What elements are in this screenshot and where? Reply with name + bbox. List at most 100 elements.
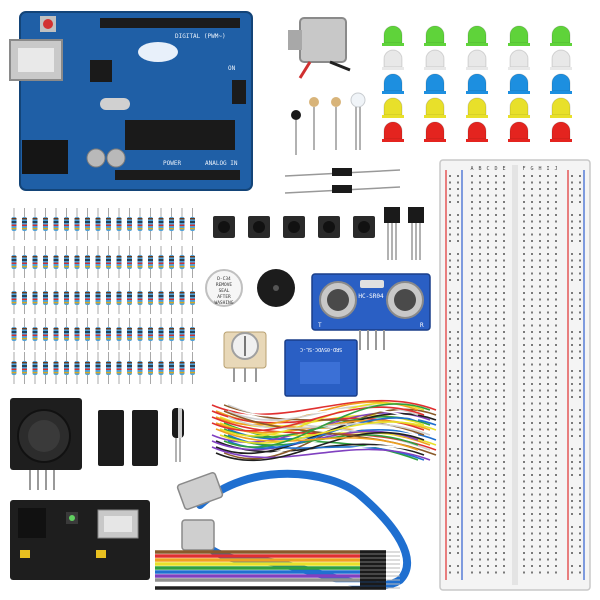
led-red xyxy=(382,121,404,142)
jumper-wire-bundle xyxy=(211,399,437,463)
resistor xyxy=(43,282,48,314)
resistor xyxy=(179,208,185,240)
buzzer-label-5: WASHING xyxy=(215,300,234,306)
resistor xyxy=(190,246,195,278)
resistor xyxy=(116,246,122,278)
resistor-arrays xyxy=(11,208,195,384)
resistor xyxy=(106,352,111,384)
led-green xyxy=(382,25,404,46)
led-white xyxy=(424,49,446,70)
resistor xyxy=(85,318,90,350)
resistor xyxy=(148,352,153,384)
led-red xyxy=(466,121,488,142)
resistor xyxy=(127,282,132,314)
resistor xyxy=(95,282,101,314)
resistor xyxy=(127,208,132,240)
resistor xyxy=(190,318,195,350)
resistor xyxy=(64,352,69,384)
resistor xyxy=(179,352,185,384)
led-white xyxy=(382,49,404,70)
resistor xyxy=(74,318,80,350)
atmega-chip xyxy=(125,120,235,150)
breadboard-letter: E xyxy=(502,166,505,172)
breadboard-letter: C xyxy=(486,166,489,172)
resistor xyxy=(53,352,59,384)
resistor xyxy=(169,208,174,240)
photoresistor-group xyxy=(291,92,366,155)
resistor xyxy=(22,282,27,314)
analog-label: ANALOG IN xyxy=(205,160,238,167)
jumper-wire xyxy=(211,406,425,432)
resistor xyxy=(64,246,69,278)
led-blue xyxy=(382,73,404,94)
resistor xyxy=(158,318,164,350)
breadboard-letter: B xyxy=(478,166,481,172)
ic-chip-l293d xyxy=(132,410,158,466)
resistor xyxy=(127,352,132,384)
jumper-wire xyxy=(215,431,425,462)
resistor xyxy=(22,246,27,278)
led-red xyxy=(424,121,446,142)
resistor xyxy=(43,318,48,350)
resistor xyxy=(95,352,101,384)
resistor xyxy=(85,246,90,278)
resistor xyxy=(137,208,143,240)
resistor xyxy=(32,352,38,384)
on-label: ON xyxy=(228,65,236,72)
ultrasonic-t-label: T xyxy=(318,322,322,329)
resistor xyxy=(22,208,27,240)
ultrasonic-r-label: R xyxy=(420,322,424,329)
active-buzzer xyxy=(257,269,295,307)
led-white xyxy=(466,49,488,70)
rainbow-ribbon-cable xyxy=(155,550,400,590)
resistor xyxy=(116,282,122,314)
push-button xyxy=(248,216,270,238)
led-green xyxy=(466,25,488,46)
resistor xyxy=(95,246,101,278)
resistor xyxy=(190,282,195,314)
digital-header xyxy=(100,18,240,28)
jumper-wire xyxy=(223,403,431,448)
resistor xyxy=(22,352,27,384)
breadboard-letter: F xyxy=(522,166,525,172)
led-blue xyxy=(466,73,488,94)
resistor xyxy=(158,352,164,384)
push-button xyxy=(213,216,235,238)
resistor xyxy=(158,246,164,278)
resistor xyxy=(74,246,80,278)
jumper-wire xyxy=(215,428,419,451)
resistor xyxy=(11,318,17,350)
resistor xyxy=(95,208,101,240)
resistor xyxy=(137,352,143,384)
resistor xyxy=(158,208,164,240)
transistors xyxy=(384,207,424,260)
breadboard-power-module xyxy=(10,500,150,580)
resistor xyxy=(179,282,185,314)
resistor xyxy=(95,318,101,350)
led-red xyxy=(550,121,572,142)
led-green xyxy=(550,25,572,46)
resistor xyxy=(11,352,17,384)
ic-chip-74hc595 xyxy=(98,410,124,466)
resistor xyxy=(106,208,111,240)
resistor xyxy=(74,282,80,314)
led-yellow xyxy=(550,97,572,118)
led-white xyxy=(508,49,530,70)
ultrasonic-sensor: HC-SR04 T R xyxy=(311,273,431,350)
resistor xyxy=(85,282,90,314)
passive-buzzer: D-C34 REMOVE SEAL AFTER WASHING xyxy=(205,269,243,307)
push-buttons xyxy=(213,216,375,238)
resistor xyxy=(53,208,59,240)
jumper-wire xyxy=(211,446,431,461)
resistor xyxy=(127,246,132,278)
power-label: POWER xyxy=(163,160,181,167)
push-button xyxy=(318,216,340,238)
digital-label: DIGITAL (PWM~) xyxy=(175,33,226,40)
resistor xyxy=(32,282,38,314)
led-yellow xyxy=(466,97,488,118)
analog-header xyxy=(115,170,240,180)
led-blue xyxy=(550,73,572,94)
resistor xyxy=(43,246,48,278)
breadboard-letter: I xyxy=(546,166,549,172)
